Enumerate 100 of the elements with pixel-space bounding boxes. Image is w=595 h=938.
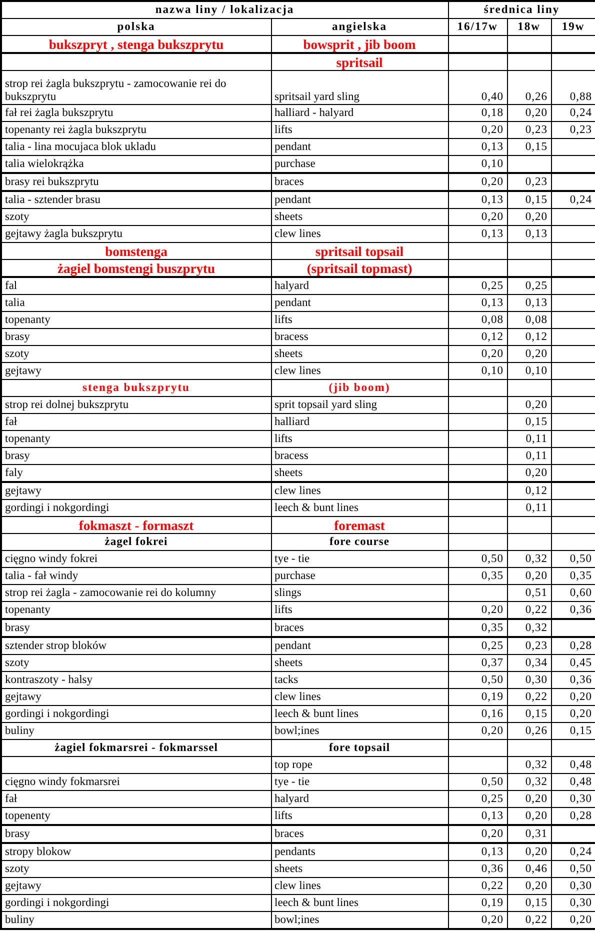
rope-name-cell: halliard - halyard xyxy=(271,104,448,122)
rope-name-cell: topenanty xyxy=(1,430,271,448)
diameter-cell: 0,20 xyxy=(448,173,507,191)
section-heading: fokmaszt - formaszt xyxy=(1,516,271,534)
diameter-cell: 0,12 xyxy=(507,328,551,346)
rope-name-cell: slings xyxy=(271,584,448,602)
rope-name-cell: tye - tie xyxy=(271,550,448,568)
diameter-cell: 0,28 xyxy=(551,637,595,654)
rope-name-cell: cięgno windy fokrei xyxy=(1,550,271,568)
diameter-cell: 0,31 xyxy=(507,825,551,843)
rope-name-cell: purchase xyxy=(271,568,448,584)
diameter-cell: 0,20 xyxy=(448,722,507,740)
diameter-cell: 0,20 xyxy=(507,208,551,226)
rope-name-cell: brasy rei bukszprytu xyxy=(1,173,271,191)
section-heading: spritsail topsail xyxy=(271,242,448,260)
diameter-cell: 0,40 xyxy=(448,70,507,104)
rope-name-cell: lifts xyxy=(271,122,448,138)
rope-name-cell: braces xyxy=(271,173,448,191)
rope-name-cell: sheets xyxy=(271,208,448,226)
diameter-cell: 0,35 xyxy=(448,619,507,637)
diameter-cell: 0,34 xyxy=(507,654,551,672)
diameter-cell: 0,32 xyxy=(507,619,551,637)
diameter-cell: 0,50 xyxy=(448,672,507,688)
diameter-cell: 0,20 xyxy=(448,825,507,843)
diameter-cell: 0,24 xyxy=(551,843,595,860)
diameter-cell: 0,20 xyxy=(507,790,551,808)
diameter-cell: 0,19 xyxy=(448,894,507,912)
rope-name-cell: brasy xyxy=(1,328,271,346)
diameter-cell: 0,08 xyxy=(507,312,551,328)
section-heading: stenga bukszprytu xyxy=(1,380,271,396)
rope-name-cell: lifts xyxy=(271,312,448,328)
diameter-cell: 0,13 xyxy=(448,226,507,242)
rope-name-cell: sheets xyxy=(271,346,448,362)
diameter-cell: 0,13 xyxy=(448,843,507,860)
rope-name-cell: talia - fał windy xyxy=(1,568,271,584)
diameter-cell: 0,08 xyxy=(448,312,507,328)
diameter-cell: 0,15 xyxy=(507,706,551,722)
diameter-cell: 0,20 xyxy=(507,843,551,860)
rope-name-cell: clew lines xyxy=(271,878,448,894)
diameter-cell: 0,15 xyxy=(507,414,551,430)
section-heading: spritsail xyxy=(271,53,448,70)
diameter-cell: 0,13 xyxy=(448,294,507,312)
rope-name-cell: lifts xyxy=(271,430,448,448)
rope-name-cell: bowl;ines xyxy=(271,722,448,740)
diameter-cell: 0,20 xyxy=(448,122,507,138)
rope-name-cell: halyard xyxy=(271,790,448,808)
rope-name-cell: brasy xyxy=(1,448,271,464)
diameter-cell: 0,50 xyxy=(448,550,507,568)
diameter-cell: 0,22 xyxy=(507,688,551,706)
diameter-cell: 0,19 xyxy=(448,688,507,706)
diameter-cell: 0,15 xyxy=(507,191,551,208)
diameter-cell: 0,32 xyxy=(507,550,551,568)
diameter-cell: 0,32 xyxy=(507,756,551,774)
subsection-heading: fore topsail xyxy=(271,740,448,756)
rope-name-cell: fał xyxy=(1,790,271,808)
diameter-cell: 0,26 xyxy=(507,70,551,104)
diameter-cell: 0,32 xyxy=(507,774,551,790)
rope-name-cell: halliard xyxy=(271,414,448,430)
diameter-cell: 0,10 xyxy=(448,362,507,380)
rope-name-cell: brasy xyxy=(1,825,271,843)
rope-name-cell: pendant xyxy=(271,138,448,156)
rope-name-cell: sprit topsail yard sling xyxy=(271,396,448,414)
diameter-cell: 0,35 xyxy=(448,568,507,584)
column-header: 16/17w xyxy=(448,18,507,36)
section-heading: (jib boom) xyxy=(271,380,448,396)
diameter-cell: 0,20 xyxy=(507,878,551,894)
diameter-cell: 0,20 xyxy=(448,208,507,226)
diameter-cell: 0,10 xyxy=(507,362,551,380)
rope-name-cell: leech & bunt lines xyxy=(271,500,448,516)
diameter-cell: 0,11 xyxy=(507,430,551,448)
diameter-cell: 0,25 xyxy=(448,637,507,654)
rope-name-cell: braces xyxy=(271,619,448,637)
rope-name-cell: gejtawy xyxy=(1,878,271,894)
rope-name-cell: brasy xyxy=(1,619,271,637)
diameter-cell: 0,46 xyxy=(507,860,551,878)
diameter-cell: 0,20 xyxy=(507,568,551,584)
diameter-cell: 0,22 xyxy=(448,878,507,894)
rope-name-cell: cięgno windy fokmarsrei xyxy=(1,774,271,790)
rope-name-cell: sheets xyxy=(271,860,448,878)
diameter-cell: 0,23 xyxy=(507,173,551,191)
rope-name-cell: bracess xyxy=(271,328,448,346)
diameter-cell: 0,13 xyxy=(448,138,507,156)
rope-name-cell: sztender strop bloków xyxy=(1,637,271,654)
rope-name-cell: halyard xyxy=(271,277,448,294)
diameter-cell: 0,20 xyxy=(507,346,551,362)
rope-name-cell: pendant xyxy=(271,637,448,654)
diameter-cell: 0,50 xyxy=(448,774,507,790)
diameter-cell: 0,25 xyxy=(507,277,551,294)
rope-name-cell: pendant xyxy=(271,191,448,208)
rope-name-cell: gordingi i nokgordingi xyxy=(1,500,271,516)
subsection-heading: żagiel fokmarsrei - fokmarssel xyxy=(1,740,271,756)
diameter-cell: 0,13 xyxy=(507,294,551,312)
diameter-cell: 0,13 xyxy=(448,191,507,208)
rope-name-cell: top rope xyxy=(271,756,448,774)
rope-name-cell: szoty xyxy=(1,208,271,226)
rope-name-cell: gordingi i nokgordingi xyxy=(1,706,271,722)
column-header: angielska xyxy=(271,18,448,36)
rope-name-cell: szoty xyxy=(1,860,271,878)
rope-name-cell: tacks xyxy=(271,672,448,688)
diameter-cell: 0,30 xyxy=(507,672,551,688)
